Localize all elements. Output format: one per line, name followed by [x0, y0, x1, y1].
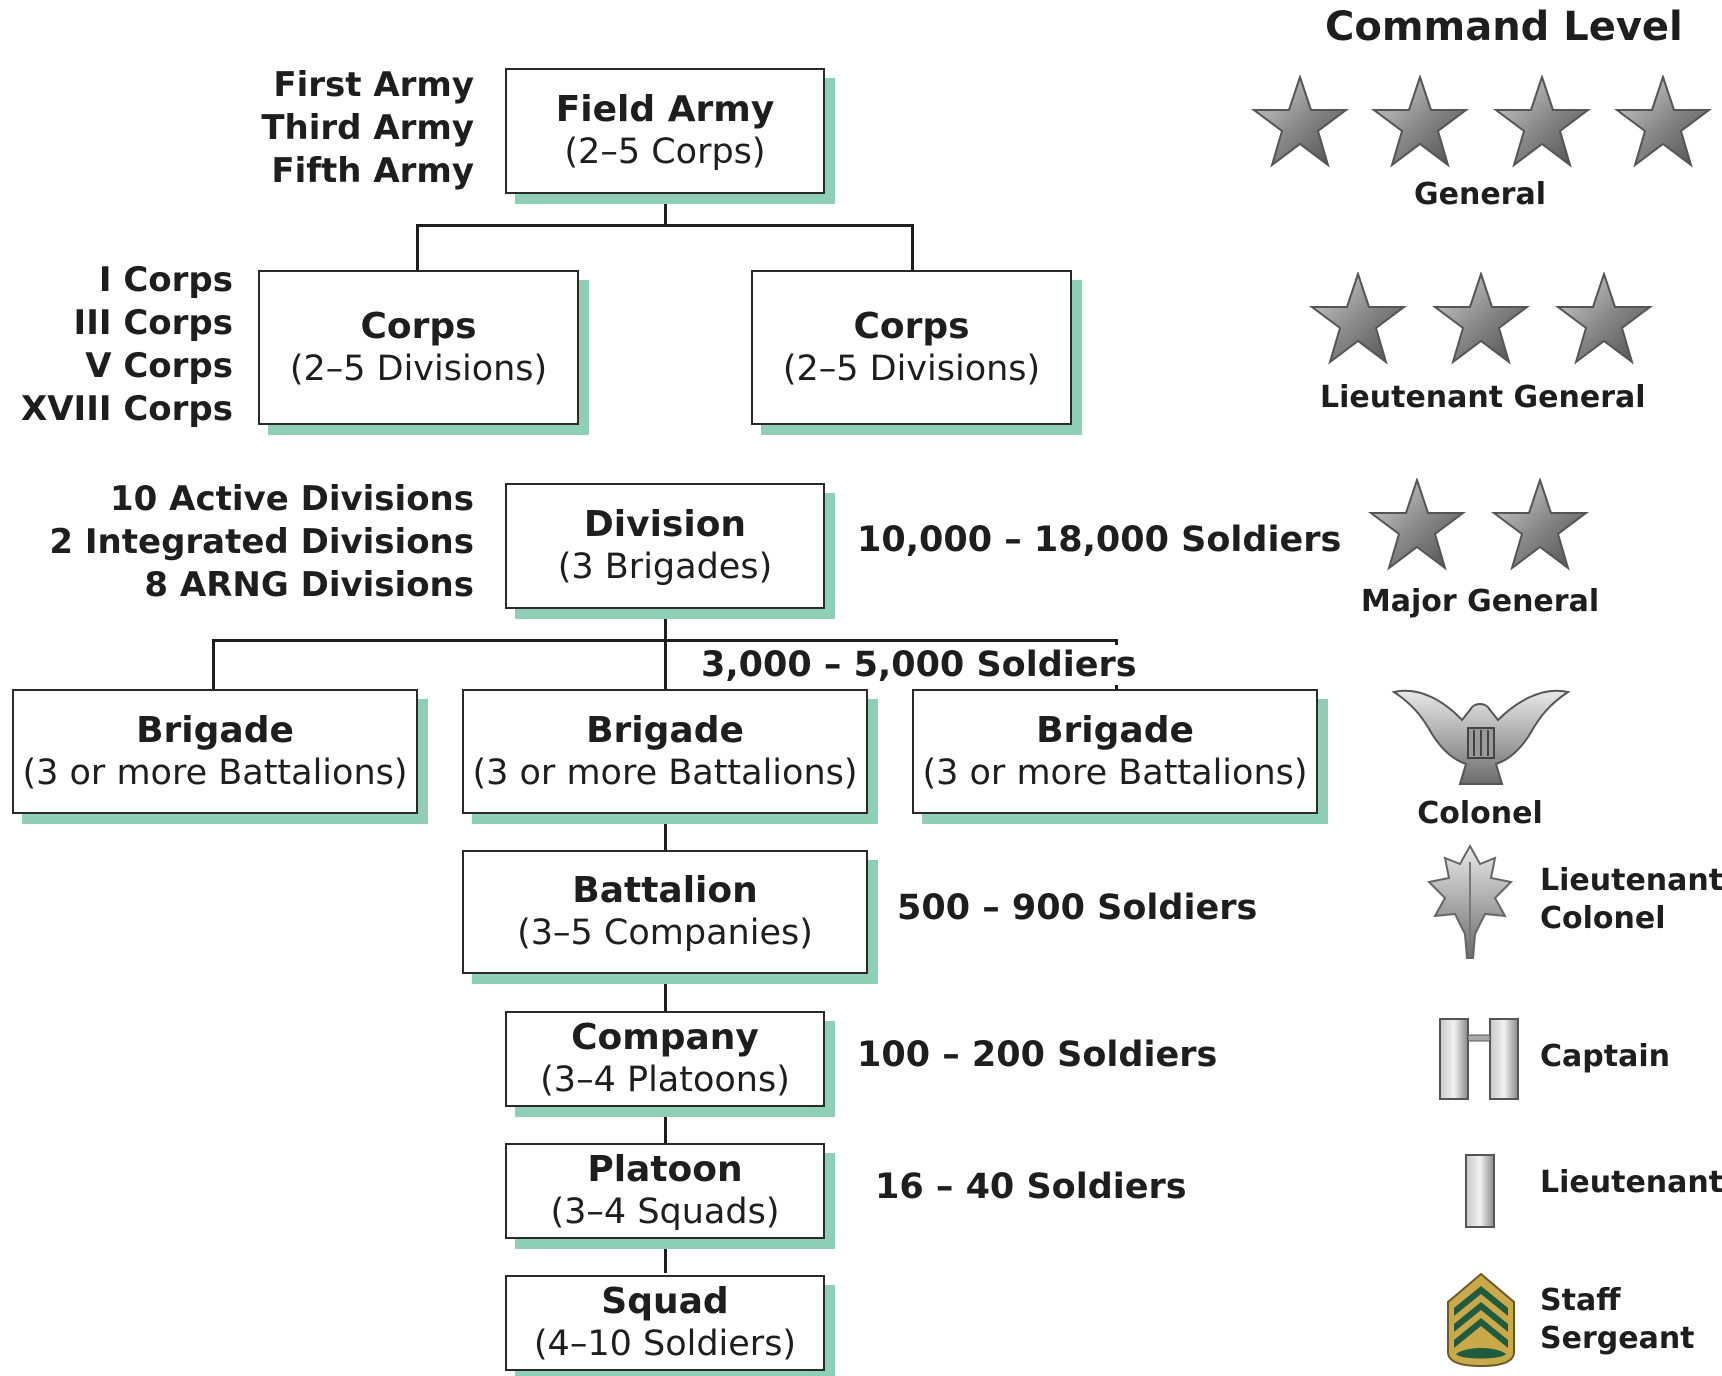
connector [911, 224, 914, 270]
lieutenant-bar-icon [1465, 1154, 1495, 1228]
connector [664, 1237, 667, 1273]
eagle-icon [1391, 689, 1571, 785]
connector [416, 224, 914, 227]
unit-composition: (2–5 Divisions) [289, 348, 548, 389]
brigade-mid-box: Brigade (3 or more Battalions) [462, 689, 868, 814]
connector [416, 224, 419, 270]
rank-general: General [1414, 177, 1546, 212]
star-icon [1370, 479, 1464, 569]
command-level-title: Command Level [1325, 4, 1683, 50]
star-icon [1493, 479, 1587, 569]
corps-left-box: Corps (2–5 Divisions) [258, 270, 579, 425]
connector [664, 1105, 667, 1143]
platoon-size: 16 – 40 Soldiers [875, 1167, 1187, 1207]
battalion-box: Battalion (3–5 Companies) [462, 850, 868, 974]
field-army-box: Field Army (2–5 Corps) [505, 68, 825, 194]
army-label: Third Army [261, 108, 474, 148]
unit-title: Squad [601, 1281, 729, 1322]
division-list: 10 Active Divisions 2 Integrated Divisio… [49, 478, 474, 607]
unit-composition: (2–5 Divisions) [782, 348, 1041, 389]
unit-composition: (3–4 Squads) [550, 1192, 780, 1232]
star-icon [1434, 273, 1528, 363]
corps-list: I Corps III Corps V Corps XVIII Corps [21, 259, 233, 431]
unit-title: Division [583, 504, 747, 545]
brigade-right-box: Brigade (3 or more Battalions) [912, 689, 1318, 814]
brigade-size: 3,000 – 5,000 Soldiers [701, 645, 1137, 685]
connector [664, 192, 667, 226]
corps-label: III Corps [73, 303, 233, 343]
star-icon [1557, 273, 1651, 363]
unit-title: Corps [360, 305, 477, 347]
unit-composition: (3 or more Battalions) [22, 752, 408, 793]
division-box: Division (3 Brigades) [505, 483, 825, 609]
rank-major-general: Major General [1360, 584, 1600, 619]
rank-line: Staff [1540, 1283, 1621, 1318]
chevron-icon [1447, 1272, 1515, 1368]
corps-label: I Corps [98, 260, 233, 300]
rank-captain: Captain [1540, 1039, 1670, 1074]
platoon-box: Platoon (3–4 Squads) [505, 1143, 825, 1239]
unit-title: Field Army [555, 89, 775, 130]
unit-title: Platoon [587, 1149, 743, 1190]
army-label: Fifth Army [271, 151, 474, 191]
company-box: Company (3–4 Platoons) [505, 1011, 825, 1107]
corps-label: V Corps [85, 346, 233, 386]
army-label: First Army [273, 65, 474, 105]
army-list: First Army Third Army Fifth Army [261, 64, 474, 193]
rank-line: Sergeant [1540, 1321, 1695, 1356]
major-general-stars [1370, 479, 1587, 569]
star-icon [1495, 76, 1589, 166]
unit-title: Brigade [136, 709, 294, 751]
unit-title: Company [571, 1017, 759, 1058]
connector [664, 609, 667, 689]
unit-composition: (3 or more Battalions) [472, 752, 858, 793]
brigade-left-box: Brigade (3 or more Battalions) [12, 689, 418, 814]
unit-composition: (3–4 Platoons) [540, 1060, 790, 1100]
connector [212, 639, 215, 689]
unit-title: Brigade [586, 709, 744, 751]
star-icon [1373, 76, 1467, 166]
captain-bars-icon [1439, 1018, 1519, 1100]
connector [212, 639, 1118, 642]
rank-staff-sergeant: Staff Sergeant [1540, 1282, 1695, 1358]
connector [664, 972, 667, 1012]
corps-right-box: Corps (2–5 Divisions) [751, 270, 1072, 425]
rank-line: Colonel [1540, 901, 1666, 936]
division-label: 2 Integrated Divisions [49, 522, 474, 562]
rank-colonel: Colonel [1417, 796, 1543, 831]
unit-composition: (3 Brigades) [557, 547, 773, 587]
rank-lieutenant-colonel: Lieutenant Colonel [1540, 862, 1722, 938]
unit-composition: (4–10 Soldiers) [533, 1324, 797, 1364]
rank-lieutenant-general: Lieutenant General [1320, 380, 1646, 415]
unit-title: Corps [853, 305, 970, 347]
squad-box: Squad (4–10 Soldiers) [505, 1275, 825, 1371]
battalion-size: 500 – 900 Soldiers [897, 888, 1258, 928]
company-size: 100 – 200 Soldiers [857, 1035, 1218, 1075]
unit-composition: (3–5 Companies) [517, 913, 813, 953]
rank-line: Lieutenant [1540, 863, 1722, 898]
unit-title: Battalion [572, 870, 758, 911]
oak-leaf-icon [1426, 843, 1514, 959]
connector [664, 812, 667, 852]
star-icon [1253, 76, 1347, 166]
division-label: 8 ARNG Divisions [144, 565, 474, 605]
division-size: 10,000 – 18,000 Soldiers [857, 520, 1342, 560]
lieutenant-general-stars [1311, 273, 1651, 363]
star-icon [1616, 76, 1710, 166]
rank-lieutenant: Lieutenant [1540, 1165, 1722, 1200]
unit-composition: (2–5 Corps) [564, 132, 766, 172]
unit-title: Brigade [1036, 709, 1194, 751]
unit-composition: (3 or more Battalions) [922, 752, 1308, 793]
star-icon [1311, 273, 1405, 363]
general-stars [1253, 76, 1710, 166]
corps-label: XVIII Corps [21, 389, 233, 429]
division-label: 10 Active Divisions [110, 479, 474, 519]
